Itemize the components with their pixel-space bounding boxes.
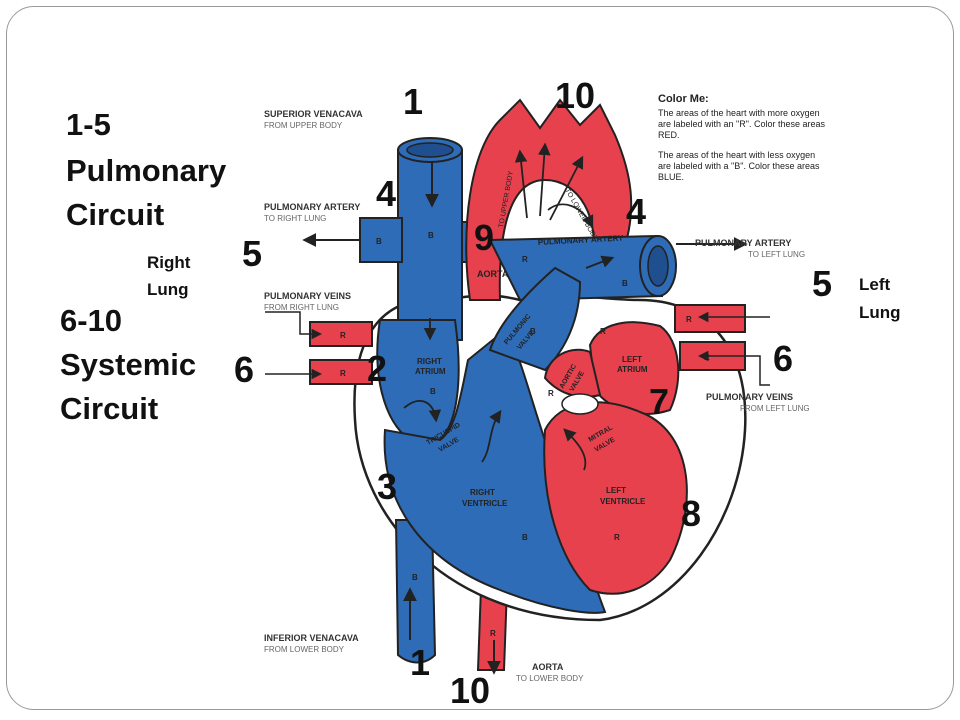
marker-r-pv-left-1: R: [686, 315, 692, 324]
step-number-4-left: 4: [376, 173, 397, 214]
step-number-4-right: 4: [626, 191, 647, 232]
aorta-label: AORTA: [477, 269, 509, 279]
right-atrium-label-1: RIGHT: [417, 357, 442, 366]
marker-r-la: R: [600, 327, 606, 336]
systemic-heading-line1: Systemic: [60, 347, 197, 382]
superior-vena-cava-lumen: [406, 142, 454, 158]
marker-b-svc: B: [428, 231, 434, 240]
step-number-3: 3: [377, 466, 398, 507]
step-number-5-left: 5: [242, 233, 263, 274]
right-ventricle-label-1: RIGHT: [470, 488, 495, 497]
right-lung-label-2: Lung: [147, 280, 189, 299]
right-atrium-label-2: ATRIUM: [415, 367, 446, 376]
marker-b-ivc: B: [412, 573, 418, 582]
pa-left-sublabel: TO LEFT LUNG: [748, 250, 805, 259]
ivc-label: INFERIOR VENACAVA: [264, 633, 359, 643]
pulmonary-artery-right-branch: [359, 217, 403, 263]
pulmonary-range: 1-5: [66, 107, 111, 142]
marker-r-pv-right-1: R: [340, 331, 346, 340]
pulmonic-outflow: [488, 266, 582, 372]
pulmonary-heading-line1: Pulmonary: [66, 153, 227, 188]
step-number-5-right: 5: [812, 263, 833, 304]
step-number-6-right: 6: [773, 338, 794, 379]
marker-b-pulmonic: B: [530, 327, 536, 336]
aortic-valve: [543, 348, 602, 398]
step-number-8: 8: [681, 493, 702, 534]
pv-right-label: PULMONARY VEINS: [264, 291, 351, 301]
step-number-6-left: 6: [234, 349, 255, 390]
step-number-2: 2: [367, 348, 388, 389]
left-ventricle-label-2: VENTRICLE: [600, 497, 646, 506]
aortic-valve-cusp: [561, 393, 599, 415]
flow-arrow-tricuspid: [403, 400, 442, 423]
pa-right-sublabel: TO RIGHT LUNG: [264, 214, 326, 223]
flow-arrow-aorta-arch: [547, 203, 594, 229]
left-lung-label-2: Lung: [859, 303, 901, 322]
flow-arrow-pulmonic: [585, 255, 615, 269]
flow-arrow-from-right-lung-1: [265, 311, 323, 340]
marker-r-pv-left-2: R: [704, 353, 710, 362]
systemic-range: 6-10: [60, 303, 123, 338]
pulmonary-artery-left-lumen: [647, 245, 669, 287]
pa-left-label: PULMONARY ARTERY: [695, 238, 791, 248]
svc-sublabel: FROM UPPER BODY: [264, 121, 343, 130]
step-number-7: 7: [649, 381, 670, 422]
marker-b-rv: B: [522, 533, 528, 542]
marker-b-ra: B: [430, 387, 436, 396]
right-ventricle-label-2: VENTRICLE: [462, 499, 508, 508]
flow-arrow-rv: [481, 409, 502, 463]
color-legend-red-text: The areas of the heart with more oxygen …: [658, 108, 825, 140]
flow-arrow-aorta-up-3: [549, 155, 584, 221]
step-number-1-top: 1: [403, 81, 424, 122]
marker-r-pv-right-2: R: [340, 369, 346, 378]
pa-right-label: PULMONARY ARTERY: [264, 202, 360, 212]
flow-arrow-aorta-up-2: [538, 142, 551, 217]
left-atrium-label-1: LEFT: [622, 355, 642, 364]
pulmonary-vein-left-upper: [674, 304, 746, 333]
pulmonary-vein-right-upper: [309, 321, 373, 347]
flow-arrow-from-left-lung-2: [697, 350, 770, 386]
flow-arrow-mitral: [563, 428, 587, 471]
right-lung-label-1: Right: [147, 253, 191, 272]
flow-arrow-aorta-up-1: [514, 149, 528, 219]
marker-r-desc-aorta: R: [490, 629, 496, 638]
left-atrium-label-2: ATRIUM: [617, 365, 648, 374]
left-ventricle-label-1: LEFT: [606, 486, 626, 495]
step-number-10-bottom: 10: [450, 670, 491, 711]
aorta-bottom-label: AORTA: [532, 662, 564, 672]
pulmonary-vein-right-lower: [309, 359, 373, 385]
systemic-heading-line2: Circuit: [60, 391, 159, 426]
step-number-10-top: 10: [555, 75, 596, 116]
ivc-sublabel: FROM LOWER BODY: [264, 645, 345, 654]
color-legend: Color Me: The areas of the heart with mo…: [658, 93, 828, 192]
color-legend-title: Color Me:: [658, 93, 709, 105]
color-legend-blue-text: The areas of the heart with less oxygen …: [658, 150, 820, 182]
pv-right-sublabel: FROM RIGHT LUNG: [264, 303, 339, 312]
step-number-1-bottom: 1: [410, 642, 431, 683]
superior-vena-cava: [397, 149, 463, 341]
pulmonary-heading-line2: Circuit: [66, 197, 165, 232]
marker-b-pa-trunk: B: [622, 279, 628, 288]
step-number-9: 9: [474, 217, 495, 258]
pv-left-sublabel: FROM LEFT LUNG: [740, 404, 810, 413]
pv-left-label: PULMONARY VEINS: [706, 392, 793, 402]
left-lung-label-1: Left: [859, 275, 891, 294]
left-ventricle: [543, 401, 688, 595]
marker-r-lv: R: [614, 533, 620, 542]
marker-r-aorta: R: [522, 255, 528, 264]
marker-b-pa-right: B: [376, 237, 382, 246]
svc-label: SUPERIOR VENACAVA: [264, 109, 363, 119]
marker-r-aortic: R: [548, 389, 554, 398]
aorta-bottom-sublabel: TO LOWER BODY: [516, 674, 584, 683]
